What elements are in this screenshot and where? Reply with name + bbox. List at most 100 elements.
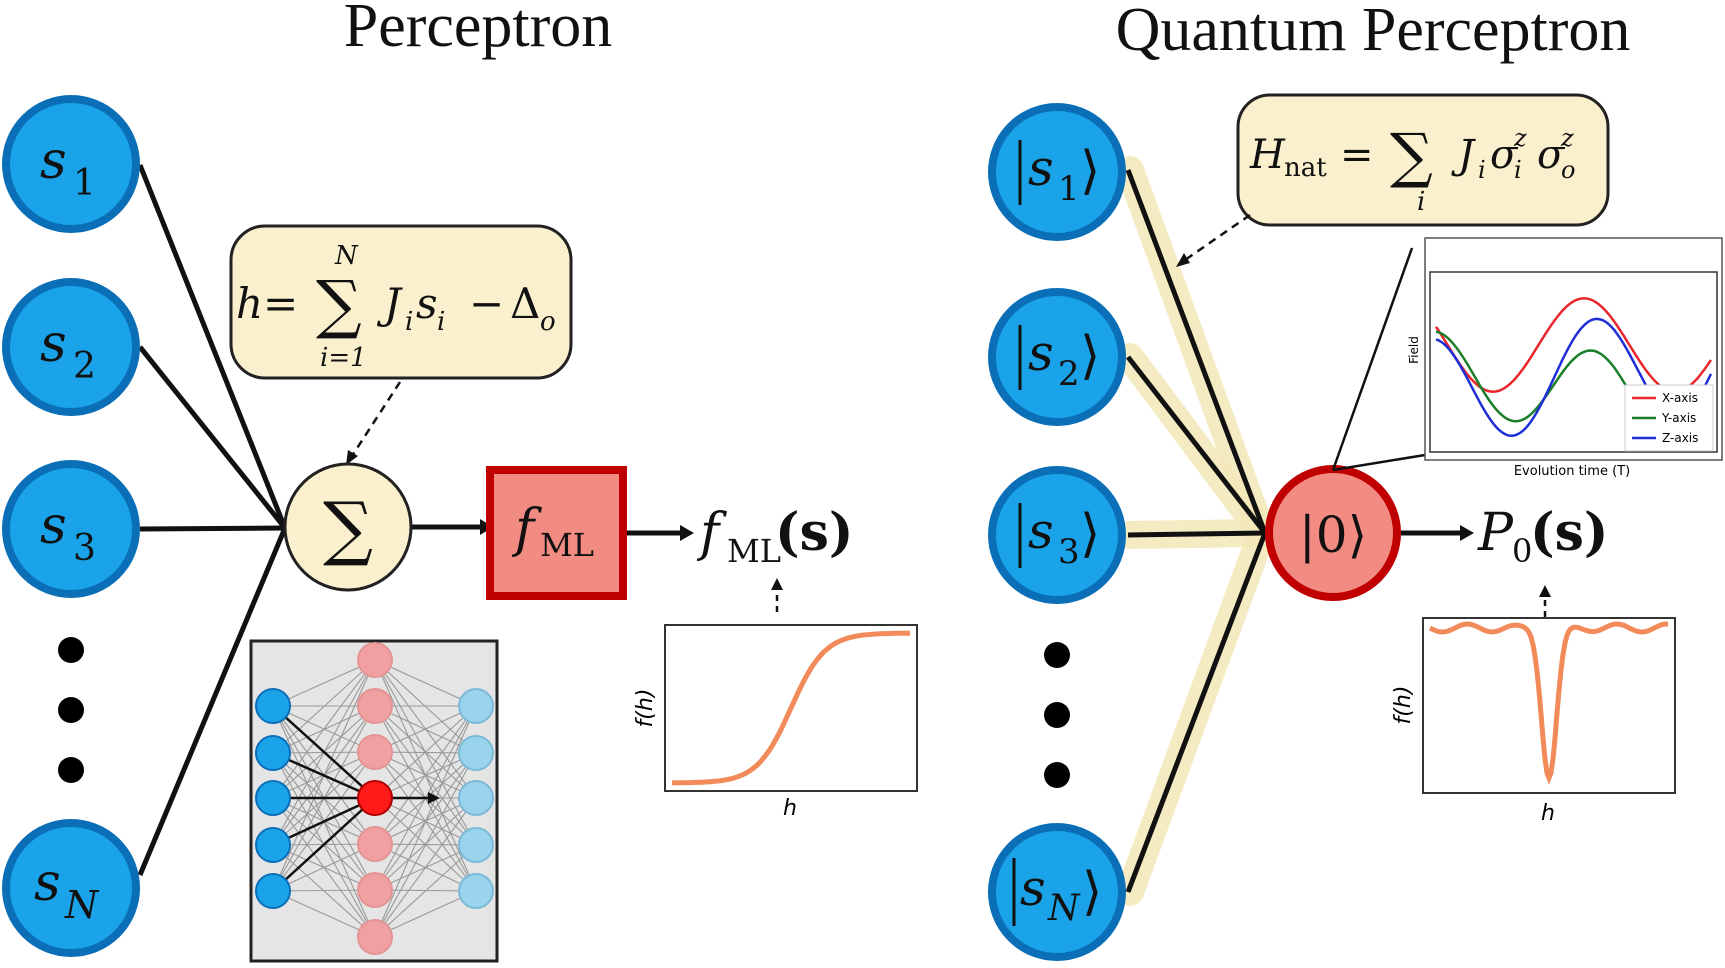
svg-text:z: z bbox=[1513, 124, 1527, 152]
nn-highlight-node bbox=[357, 780, 393, 816]
svg-text:s: s bbox=[1028, 139, 1054, 197]
left-title: Perceptron bbox=[344, 0, 613, 60]
svg-text:3: 3 bbox=[1058, 532, 1080, 572]
nn-hidden-node bbox=[357, 642, 393, 678]
sigmoid-curve bbox=[671, 630, 911, 786]
svg-text:0: 0 bbox=[1512, 532, 1532, 570]
nn-hidden-node bbox=[357, 872, 393, 908]
sigmoid-xlabel: h bbox=[783, 796, 797, 821]
svg-text:N: N bbox=[334, 241, 359, 271]
svg-text:⟩: ⟩ bbox=[1080, 141, 1100, 201]
svg-text:Δ: Δ bbox=[510, 279, 540, 328]
nn-output-node bbox=[458, 827, 494, 863]
svg-text:∑: ∑ bbox=[323, 487, 373, 569]
svg-text:s: s bbox=[40, 314, 67, 374]
nn-hidden-node bbox=[357, 688, 393, 724]
nn-input-node bbox=[255, 735, 291, 771]
dip-curve bbox=[1428, 621, 1668, 785]
svg-text:s: s bbox=[416, 279, 438, 328]
svg-text:(s): (s) bbox=[775, 502, 853, 563]
svg-text:3: 3 bbox=[73, 528, 96, 569]
dip-ylabel: f(h) bbox=[1391, 686, 1416, 725]
svg-text:h: h bbox=[236, 279, 263, 328]
dip-plot: h f(h) bbox=[1391, 617, 1676, 826]
svg-text:P: P bbox=[1477, 503, 1514, 563]
svg-text:N: N bbox=[1047, 888, 1081, 929]
right-output-label: P 0 (s) bbox=[1477, 502, 1608, 570]
svg-text:=: = bbox=[1340, 132, 1374, 178]
svg-text:=: = bbox=[263, 279, 298, 328]
nn-input-node bbox=[255, 688, 291, 724]
legend-x: X-axis bbox=[1662, 391, 1698, 405]
sigmoid-ylabel: f(h) bbox=[633, 689, 658, 728]
activation-box: f ML bbox=[486, 466, 627, 600]
right-input-node-3: s 3 ⟩ bbox=[988, 466, 1126, 604]
left-output-label: f ML (s) bbox=[696, 502, 853, 570]
nn-output-node bbox=[458, 873, 494, 909]
svg-text:s: s bbox=[40, 131, 67, 191]
svg-text:o: o bbox=[1561, 156, 1575, 184]
nn-output-node bbox=[458, 780, 494, 816]
svg-text:N: N bbox=[64, 883, 100, 927]
svg-text:⟩: ⟩ bbox=[1080, 326, 1100, 386]
svg-text:s: s bbox=[1020, 859, 1046, 917]
svg-text:i=1: i=1 bbox=[320, 343, 367, 373]
svg-text:∑: ∑ bbox=[1390, 121, 1433, 191]
svg-text:1: 1 bbox=[1058, 169, 1080, 209]
legend-z: Z-axis bbox=[1662, 431, 1698, 445]
left-input-node-1: s 1 bbox=[2, 95, 140, 233]
svg-text:2: 2 bbox=[1058, 354, 1080, 394]
svg-text:2: 2 bbox=[73, 346, 96, 387]
left-formula-pointer bbox=[350, 381, 402, 457]
svg-text:s: s bbox=[1028, 502, 1054, 560]
nn-output-node bbox=[458, 735, 494, 771]
svg-text:|0⟩: |0⟩ bbox=[1299, 506, 1367, 564]
svg-text:i: i bbox=[437, 307, 445, 337]
field-xlabel: Evolution time (T) bbox=[1514, 464, 1630, 479]
svg-text:i: i bbox=[1478, 156, 1486, 184]
svg-text:i: i bbox=[405, 307, 413, 337]
svg-text:−: − bbox=[469, 279, 504, 328]
legend-y: Y-axis bbox=[1661, 411, 1696, 425]
sigmoid-plot: h f(h) bbox=[633, 624, 918, 821]
left-formula-box: h = ∑ N i=1 J i s i − Δ o bbox=[229, 224, 573, 380]
field-legend: X-axis Y-axis Z-axis bbox=[1624, 384, 1714, 452]
svg-text:⟩: ⟩ bbox=[1080, 504, 1100, 564]
left-formula-pointer-head bbox=[346, 450, 358, 465]
svg-text:s: s bbox=[34, 853, 61, 913]
neural-network-inset bbox=[249, 639, 499, 963]
left-ellipsis-dots bbox=[58, 637, 84, 783]
nn-input-node bbox=[255, 827, 291, 863]
svg-text:f: f bbox=[696, 503, 727, 563]
output-qubit-node: |0⟩ bbox=[1265, 465, 1401, 601]
right-input-node-2: s 2 ⟩ bbox=[988, 288, 1126, 426]
field-ylabel: Field bbox=[1407, 336, 1421, 364]
svg-text:nat: nat bbox=[1284, 153, 1327, 183]
svg-text:σ: σ bbox=[1490, 132, 1519, 178]
svg-text:(s): (s) bbox=[1530, 502, 1608, 563]
left-input-node-n: s N bbox=[2, 819, 140, 957]
svg-text:o: o bbox=[540, 307, 556, 337]
left-input-node-2: s 2 bbox=[2, 278, 140, 416]
svg-text:ML: ML bbox=[540, 526, 594, 564]
nn-input-node bbox=[255, 780, 291, 816]
nn-hidden-node bbox=[357, 826, 393, 862]
right-connections bbox=[1125, 169, 1474, 893]
svg-text:H: H bbox=[1249, 132, 1286, 178]
svg-text:∑: ∑ bbox=[316, 268, 362, 342]
nn-input-node bbox=[255, 873, 291, 909]
right-input-node-1: |s s 1 ⟩ bbox=[988, 103, 1126, 241]
right-ellipsis-dots bbox=[1044, 642, 1070, 788]
svg-text:ML: ML bbox=[727, 532, 781, 570]
svg-text:i: i bbox=[1514, 156, 1522, 184]
nn-output-node bbox=[458, 688, 494, 724]
right-formula-box: H nat = ∑ i J i σ i z σ o z bbox=[1236, 93, 1610, 227]
nn-hidden-node bbox=[357, 734, 393, 770]
field-evolution-plot: Field Evolution time (T) X-axis Y-axis Z… bbox=[1407, 237, 1723, 479]
svg-text:1: 1 bbox=[73, 163, 96, 204]
right-title: Quantum Perceptron bbox=[1116, 0, 1631, 64]
svg-text:⟩: ⟩ bbox=[1082, 862, 1102, 922]
svg-text:i: i bbox=[1417, 187, 1425, 217]
